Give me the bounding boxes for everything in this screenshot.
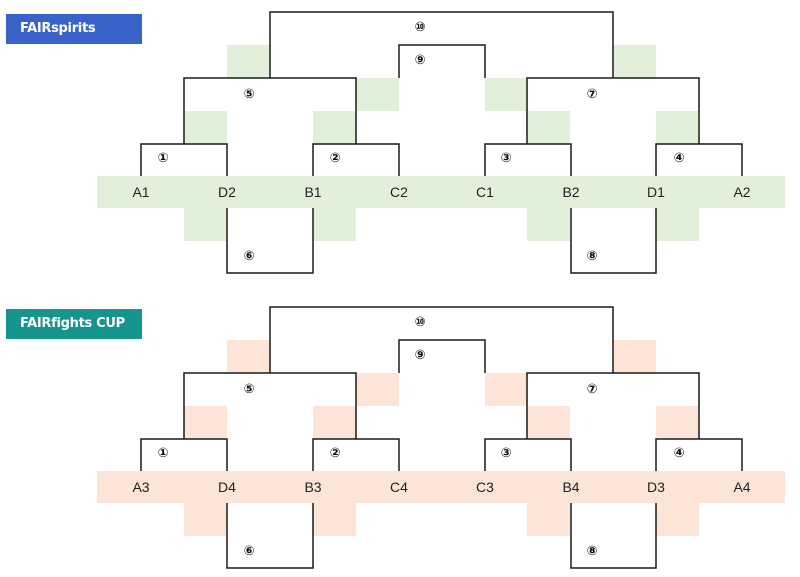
match-number-2: ② xyxy=(329,151,340,166)
shaded-cell xyxy=(184,208,227,241)
match-number-3: ③ xyxy=(500,446,511,461)
shaded-cell xyxy=(356,78,399,111)
bracket-line xyxy=(226,208,314,274)
match-number-2: ② xyxy=(329,446,340,461)
bracket-line xyxy=(312,143,400,176)
shaded-cell xyxy=(485,373,528,406)
team-label-d4: D4 xyxy=(218,479,236,495)
shaded-cell xyxy=(656,111,699,144)
bracket-fights: A3 D4 B3 C4 C3 B4 D3 A4 ① ② ③ ④ ⑤ ⑥ ⑦ ⑧ ⑨ ⑩ xyxy=(97,306,785,569)
match-number-5: ⑤ xyxy=(243,382,254,397)
shaded-cell xyxy=(97,471,785,503)
team-label-a4: A4 xyxy=(733,479,750,495)
bracket-line xyxy=(140,438,228,471)
shaded-cell xyxy=(656,406,699,439)
shaded-cell xyxy=(356,373,399,406)
shaded-cell xyxy=(227,340,270,373)
team-label-c4: C4 xyxy=(390,479,408,495)
bracket-title-spirits: FAIRspirits CUP xyxy=(6,14,142,66)
bracket-line xyxy=(398,44,486,78)
match-number-6: ⑥ xyxy=(243,249,254,264)
team-label-d2: D2 xyxy=(218,184,236,200)
match-number-1: ① xyxy=(157,446,168,461)
match-number-10: ⑩ xyxy=(414,20,425,35)
shaded-cell xyxy=(485,78,528,111)
shaded-cell xyxy=(184,406,227,439)
match-number-7: ⑦ xyxy=(586,87,597,102)
bracket-line xyxy=(655,143,743,176)
match-number-7: ⑦ xyxy=(586,382,597,397)
bracket-line xyxy=(484,438,572,471)
team-label-a3: A3 xyxy=(132,479,149,495)
shaded-cell xyxy=(313,406,356,439)
shaded-cell xyxy=(184,503,227,536)
bracket-line xyxy=(398,339,486,373)
team-label-b4: B4 xyxy=(562,479,579,495)
match-number-4: ④ xyxy=(673,446,684,461)
match-number-3: ③ xyxy=(500,151,511,166)
team-label-b1: B1 xyxy=(304,184,321,200)
shaded-cell xyxy=(313,503,356,536)
shaded-cell xyxy=(527,406,570,439)
match-number-6: ⑥ xyxy=(243,544,254,559)
shaded-cell xyxy=(527,503,570,536)
shaded-cell xyxy=(656,208,699,241)
bracket-line xyxy=(570,208,657,274)
bracket-line xyxy=(226,503,314,569)
match-number-5: ⑤ xyxy=(243,87,254,102)
match-number-9: ⑨ xyxy=(414,53,425,68)
match-number-10: ⑩ xyxy=(414,315,425,330)
team-label-c2: C2 xyxy=(390,184,408,200)
shaded-cell xyxy=(227,45,270,78)
team-label-c3: C3 xyxy=(476,479,494,495)
shaded-cell xyxy=(613,340,656,373)
bracket-line xyxy=(655,438,743,471)
shaded-cell xyxy=(313,111,356,144)
match-number-1: ① xyxy=(157,151,168,166)
match-number-4: ④ xyxy=(673,151,684,166)
shaded-cell xyxy=(527,111,570,144)
team-label-c1: C1 xyxy=(476,184,494,200)
shaded-cell xyxy=(184,111,227,144)
shaded-cell xyxy=(656,503,699,536)
bracket-spirits: A1 D2 B1 C2 C1 B2 D1 A2 ① ② ③ ④ ⑤ ⑥ ⑦ ⑧ ⑨ ⑩ xyxy=(97,11,785,274)
bracket-line xyxy=(269,306,614,373)
team-label-d3: D3 xyxy=(647,479,665,495)
shaded-cell xyxy=(97,176,785,208)
match-number-8: ⑧ xyxy=(586,544,597,559)
shaded-cell xyxy=(313,208,356,241)
team-label-a2: A2 xyxy=(733,184,750,200)
match-number-9: ⑨ xyxy=(414,348,425,363)
team-label-b2: B2 xyxy=(562,184,579,200)
match-number-8: ⑧ xyxy=(586,249,597,264)
bracket-line xyxy=(140,143,228,176)
bracket-line xyxy=(269,11,614,78)
bracket-line xyxy=(312,438,400,471)
shaded-cell xyxy=(613,45,656,78)
bracket-line xyxy=(570,503,657,569)
bracket-title-fights: FAIRfights CUP xyxy=(6,309,142,339)
team-label-d1: D1 xyxy=(647,184,665,200)
team-label-b3: B3 xyxy=(304,479,321,495)
bracket-line xyxy=(484,143,572,176)
team-label-a1: A1 xyxy=(132,184,149,200)
shaded-cell xyxy=(527,208,570,241)
